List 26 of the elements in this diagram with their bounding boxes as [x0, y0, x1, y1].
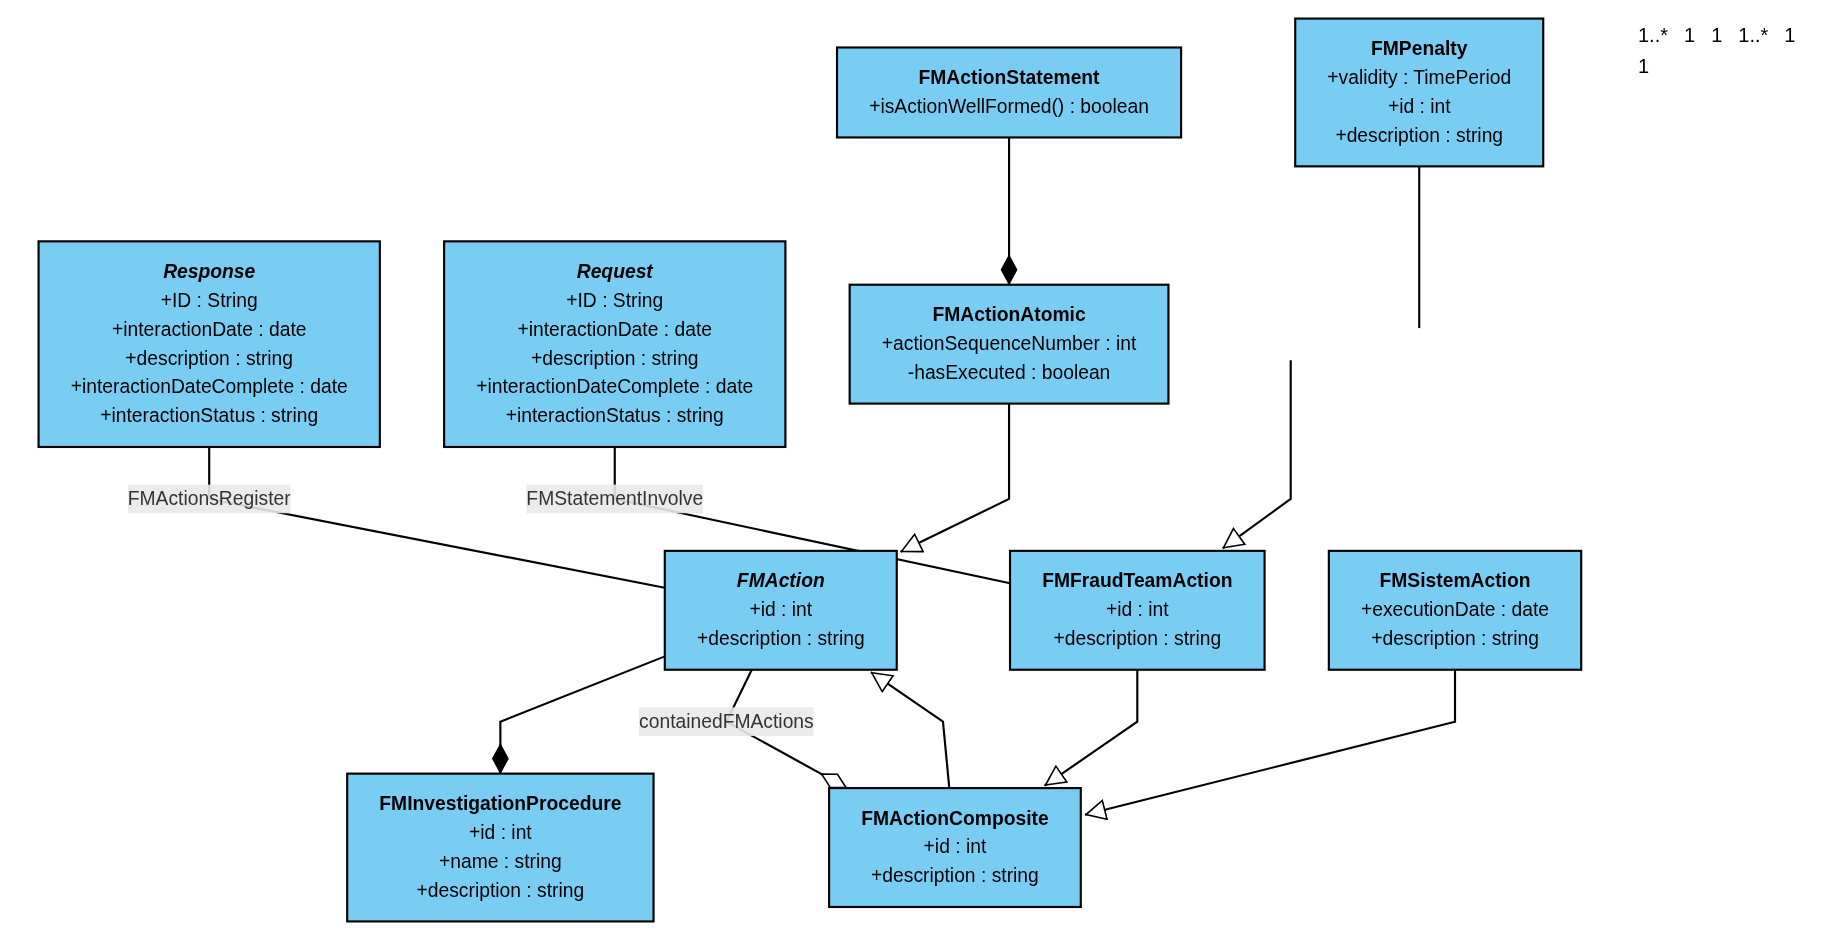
arrow — [900, 403, 1011, 553]
multiplicity-label: 1 — [1711, 24, 1723, 47]
edge-label: FMActionsRegister — [127, 487, 291, 510]
edge-label: containedFMActions — [639, 710, 814, 732]
node-box: FMSistemAction +executionDate : date +description : string — [1327, 549, 1583, 671]
arrow — [1222, 360, 1292, 550]
node-box: FMInvestigationProcedure +id : int +name : string +description : string — [346, 772, 655, 923]
edge-label: FMStatementInvolve — [526, 487, 704, 510]
multiplicity-label: 1..* — [1638, 24, 1669, 47]
node-box: FMActionComposite +id : int +description : string — [828, 787, 1082, 909]
multiplicity-label: 1 — [1684, 24, 1696, 47]
node-box: FMFraudTeamAction +id : int +description : string — [1009, 549, 1266, 671]
arrow — [870, 671, 951, 789]
arrow — [1084, 669, 1457, 820]
node-box: Request +ID : String +interactionDate : date +description : string +interactionDateComplete : date +interactionStatus : string — [443, 240, 787, 449]
node-box: FMActionAtomic +actionSequenceNumber : int -hasExecuted : boolean — [848, 283, 1170, 405]
multiplicity-label: 1..* — [1738, 24, 1769, 47]
node-box: FMAction +id : int +description : string — [663, 549, 898, 671]
node-box: FMPenalty +validity : TimePeriod +id : int +description : string — [1294, 17, 1545, 168]
connector — [1000, 137, 1018, 285]
connector — [1418, 166, 1421, 329]
multiplicity-label: 1 — [1784, 24, 1796, 47]
arrow — [1044, 669, 1139, 787]
node-box: Response +ID : String +interactionDate : date +description : string +interactionDateComplete : date +interactionStatus : string — [37, 240, 382, 449]
node-box: FMActionStatement +isActionWellFormed() : boolean — [836, 46, 1183, 139]
multiplicity-label: 1 — [1638, 55, 1650, 78]
